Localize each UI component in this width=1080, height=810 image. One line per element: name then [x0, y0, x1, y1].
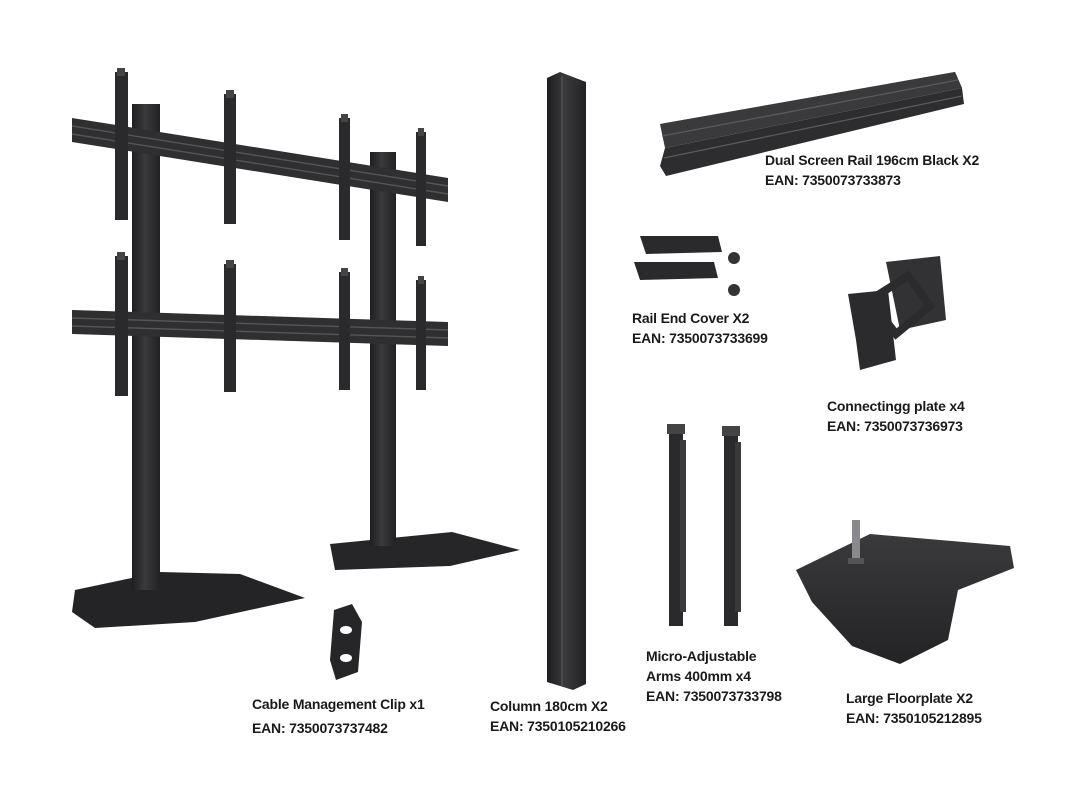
dual-rail-label: Dual Screen Rail 196cm Black X2 EAN: 735… [765, 150, 979, 190]
connecting-plate-image [848, 256, 946, 370]
front-column [132, 104, 160, 590]
column-label: Column 180cm X2 EAN: 7350105210266 [490, 696, 626, 736]
rear-column [370, 152, 396, 546]
dual-rail-name: Dual Screen Rail 196cm Black X2 [765, 152, 980, 168]
floorplate-image [796, 520, 1014, 664]
floorplate-name: Large Floorplate X2 [846, 690, 973, 706]
micro-arms-name-line1: Micro-Adjustable [646, 648, 757, 664]
floorplate-ean: EAN: 7350105212895 [846, 710, 982, 726]
cable-clip-image [330, 604, 362, 680]
upper-rail [72, 118, 448, 202]
column-image [547, 72, 586, 690]
lower-rail [72, 310, 448, 346]
micro-arms-ean: EAN: 7350073733798 [646, 688, 782, 704]
rail-end-cover-image [634, 236, 740, 296]
connecting-plate-name: Connectingg plate x4 [827, 398, 965, 414]
cable-clip-ean: EAN: 7350073737482 [252, 720, 388, 736]
rail-end-cover-label: Rail End Cover X2 EAN: 7350073733699 [632, 308, 768, 348]
rail-end-cover-name: Rail End Cover X2 [632, 310, 750, 326]
column-name: Column 180cm X2 [490, 698, 608, 714]
cable-clip-name: Cable Management Clip x1 [252, 696, 425, 712]
cable-clip-label: Cable Management Clip x1 EAN: 7350073737… [252, 694, 425, 738]
assembled-stand [71, 68, 520, 628]
rail-end-cover-ean: EAN: 7350073733699 [632, 330, 768, 346]
dual-rail-image [660, 72, 964, 176]
rear-floorplate [330, 532, 520, 570]
micro-arms-image [667, 424, 741, 626]
connecting-plate-label: Connectingg plate x4 EAN: 7350073736973 [827, 396, 965, 436]
floorplate-label: Large Floorplate X2 EAN: 7350105212895 [846, 688, 982, 728]
front-floorplate [72, 572, 305, 628]
column-ean: EAN: 7350105210266 [490, 718, 626, 734]
micro-arms-label: Micro-Adjustable Arms 400mm x4 EAN: 7350… [646, 646, 782, 706]
micro-arms-name-line2: Arms 400mm x4 [646, 668, 751, 684]
dual-rail-ean: EAN: 7350073733873 [765, 172, 901, 188]
connecting-plate-ean: EAN: 7350073736973 [827, 418, 963, 434]
